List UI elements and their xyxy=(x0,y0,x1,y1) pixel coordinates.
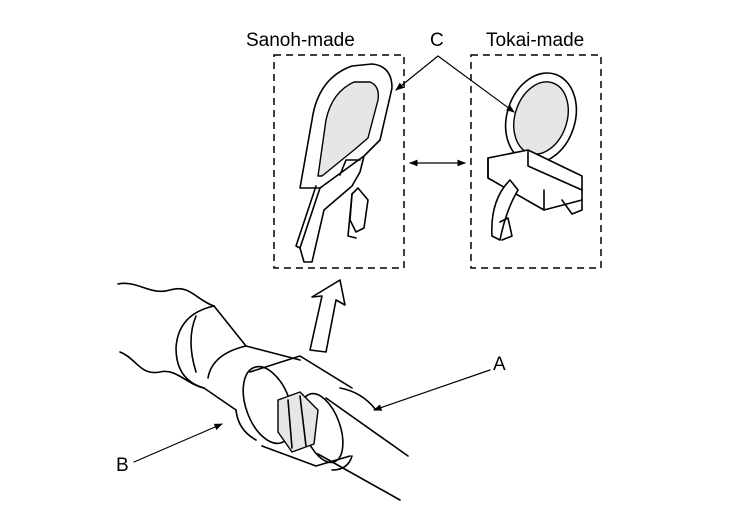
pipe-a-drawing xyxy=(242,355,409,501)
sanoh-made-label: Sanoh-made xyxy=(246,30,355,51)
tokai-made-label: Tokai-made xyxy=(486,30,585,51)
sanoh-clip-drawing xyxy=(295,63,393,263)
hose-b-drawing xyxy=(117,282,301,441)
callout-b-label: B xyxy=(116,455,129,476)
tokai-clip-drawing xyxy=(487,72,583,241)
callout-a-label: A xyxy=(493,354,506,375)
removal-direction-arrow xyxy=(309,279,346,353)
callout-c-label: C xyxy=(430,30,444,51)
sanoh-detail-box xyxy=(273,54,405,269)
tokai-detail-box xyxy=(470,54,602,269)
